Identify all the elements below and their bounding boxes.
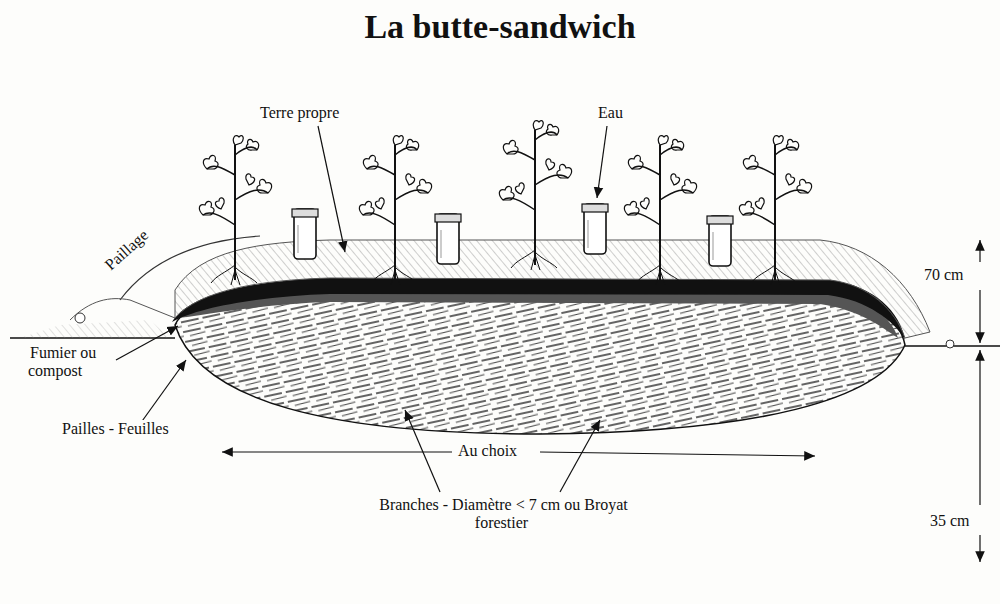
diagram-label: Fumier ou compost xyxy=(28,344,128,381)
diagram-title: La butte-sandwich xyxy=(0,8,1000,46)
diagram-label: Pailles - Feuilles xyxy=(60,420,171,438)
diagram-label: Eau xyxy=(596,104,625,122)
diagram-label: 35 cm xyxy=(928,512,972,530)
diagram-label: Au choix xyxy=(456,442,519,460)
diagram-label: Branches - Diamètre < 7 cm ou Broyat for… xyxy=(370,496,635,533)
diagram-label: Terre propre xyxy=(258,104,341,122)
diagram-label: Paillage xyxy=(100,225,154,276)
diagram-label: 70 cm xyxy=(922,266,966,284)
